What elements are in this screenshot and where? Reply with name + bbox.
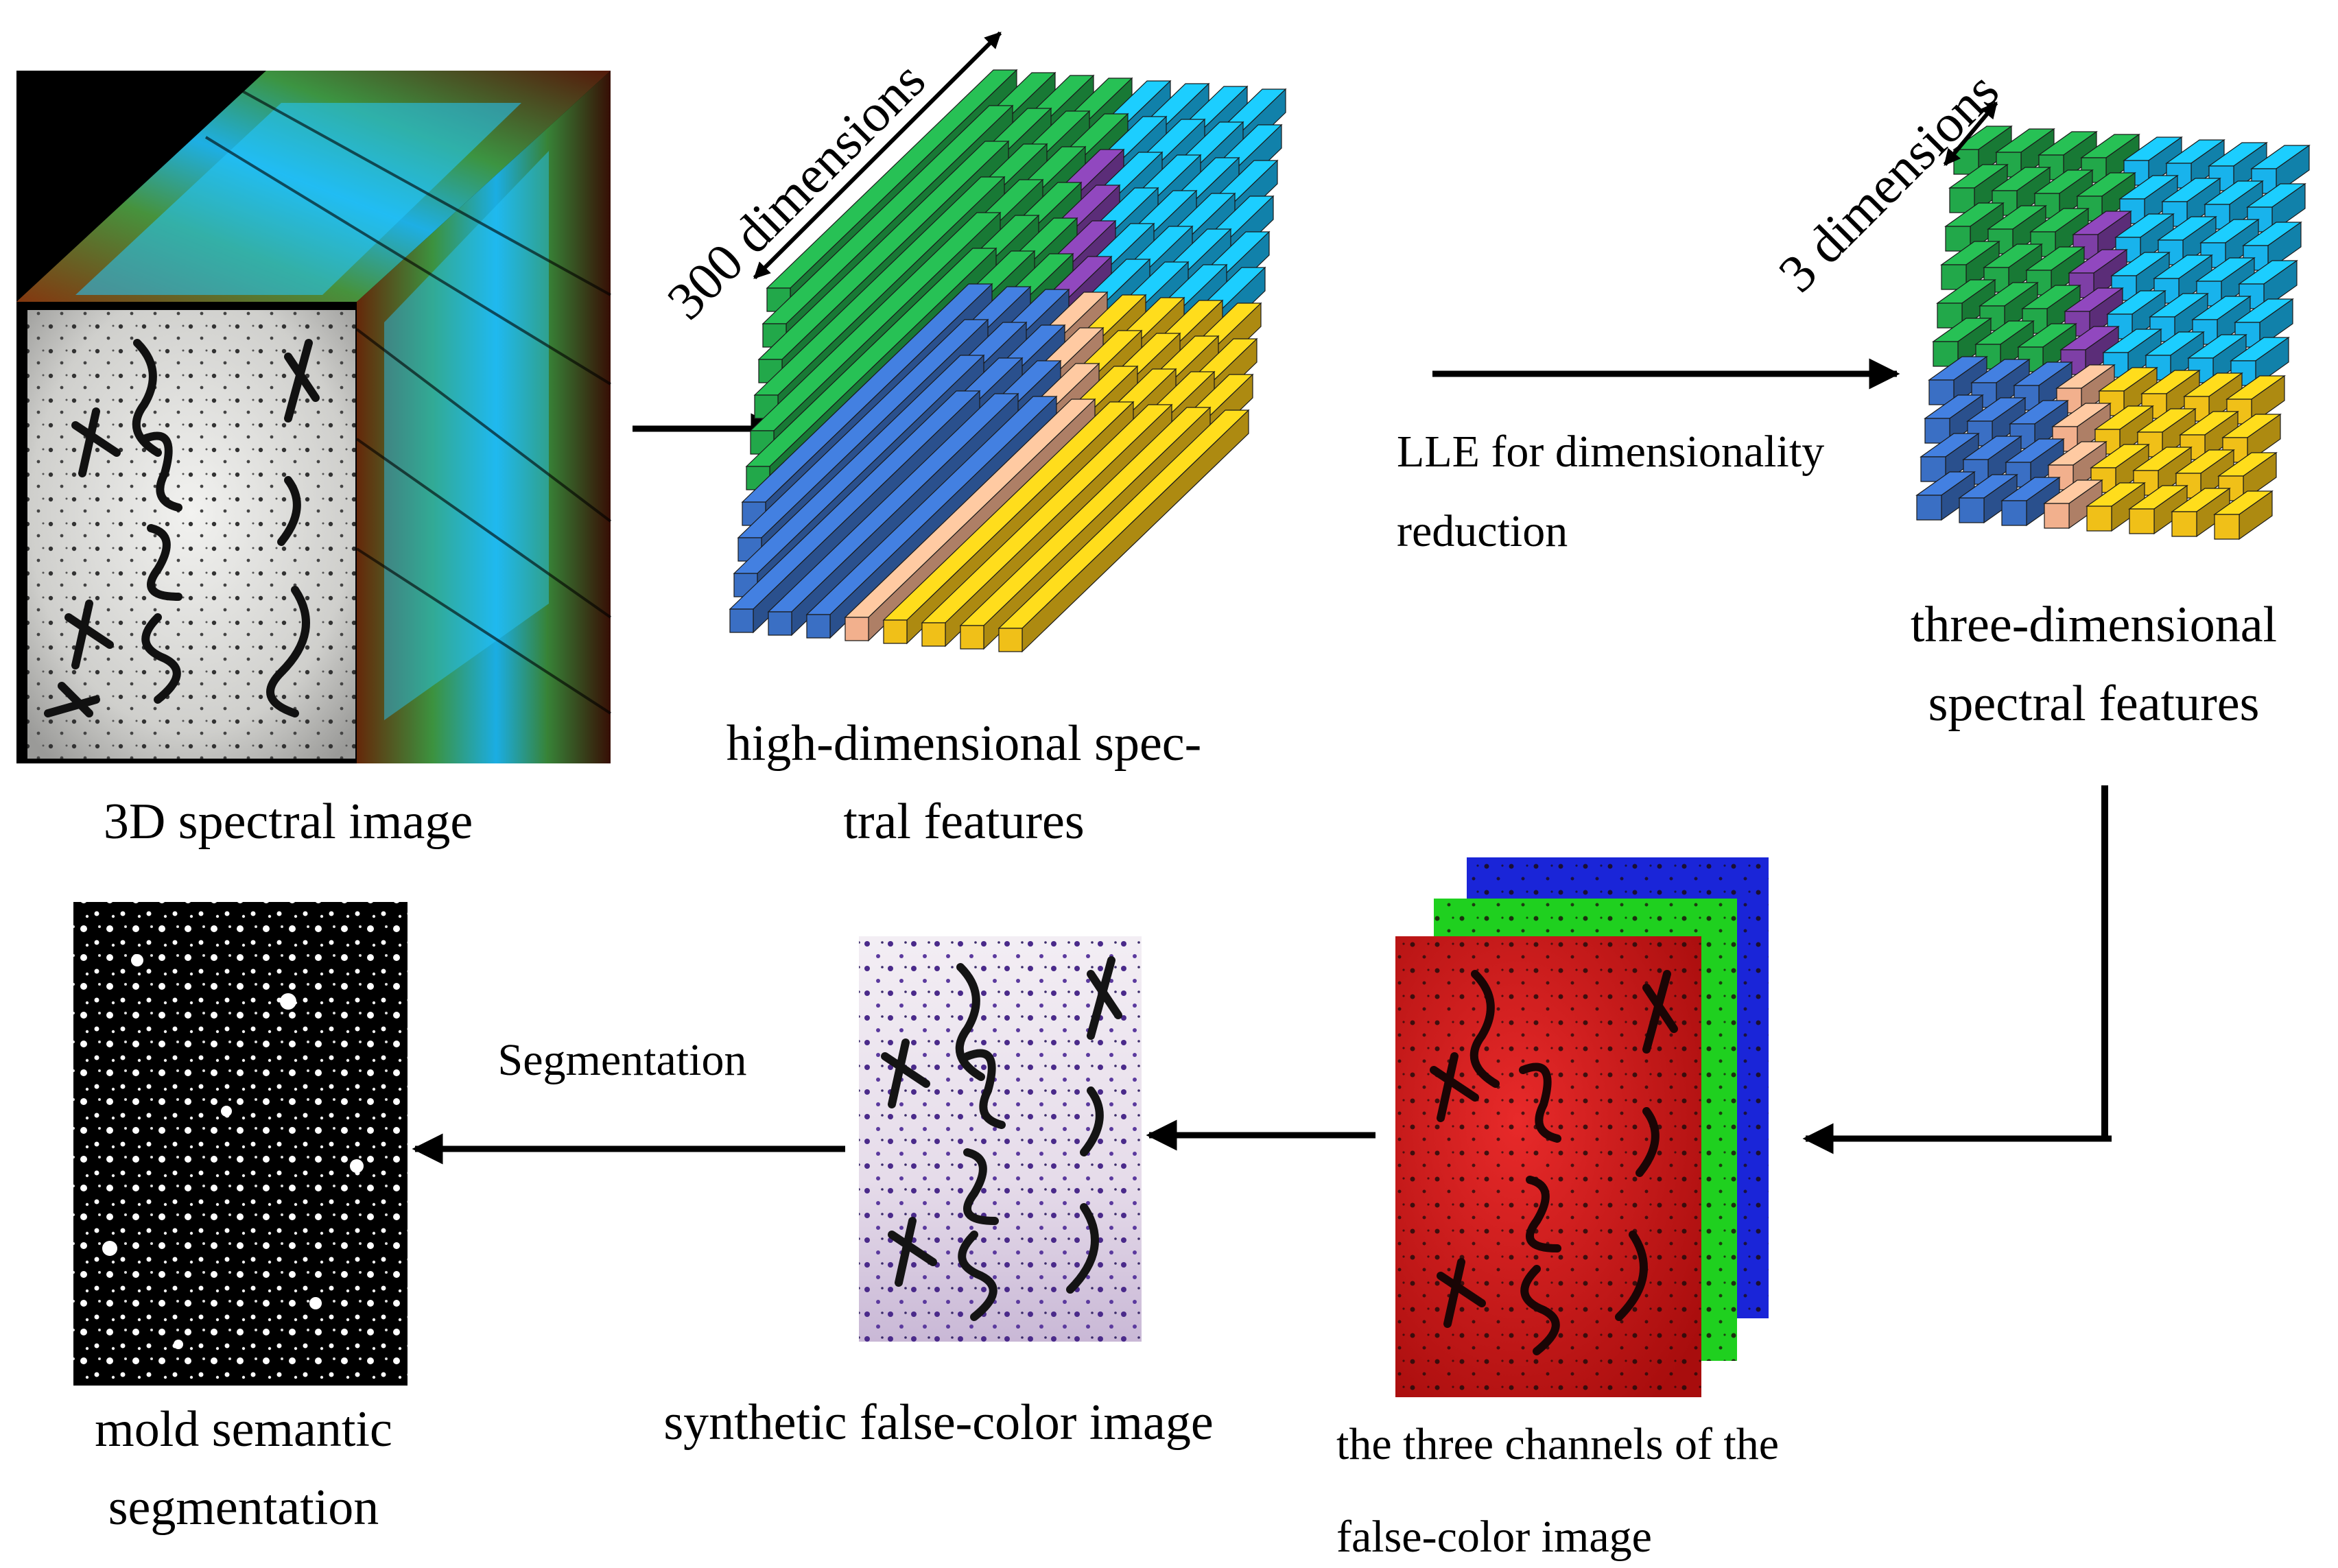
prism-front [960,625,984,650]
lle-label-line2: reduction [1397,506,1568,556]
prism-front [2044,503,2070,529]
prism-front [883,619,908,644]
segmentation-step-label: Segmentation [498,1035,747,1085]
dim300-arrow [753,31,1002,280]
mold-label-line1: mold semantic [95,1401,392,1458]
three-dim-label-line1: three-dimensional [1911,597,2277,653]
spectral-image-label: 3D spectral image [104,794,473,850]
channels-label-line1: the three channels of the [1336,1419,1779,1469]
channel-stack [1395,857,1769,1397]
prism-front [729,608,754,633]
prism-front [845,617,869,641]
red-channel [1395,936,1701,1397]
prism-front [2171,511,2197,537]
three-dim-feature-cubes [1915,125,2311,541]
prism-front [2086,506,2112,532]
dim3-arrow [1943,102,1998,166]
prism-front [921,622,946,647]
prism-front [1959,497,1985,523]
prism-front [2129,508,2155,534]
mold-segmentation-image [73,902,408,1386]
spectral-image-cube [16,71,612,763]
prism-front [2214,514,2240,540]
high-dim-label-line1: high-dimensional spec- [727,715,1202,772]
prism-front [2001,500,2027,526]
synthetic-label: synthetic false-color image [663,1394,1213,1451]
synthetic-image [859,936,1142,1342]
channels-label-line2: false-color image [1336,1512,1652,1562]
prism-front [768,611,792,636]
prism-front [806,614,831,639]
prism-front [1916,495,1942,521]
three-dim-label-line2: spectral features [1928,676,2260,732]
lle-label-line1: LLE for dimensionality [1397,427,1824,477]
calligraphy-strokes [44,339,320,717]
mold-label-line2: segmentation [108,1480,379,1536]
high-dim-label-line2: tral features [843,794,1084,850]
prism-front [998,628,1023,652]
